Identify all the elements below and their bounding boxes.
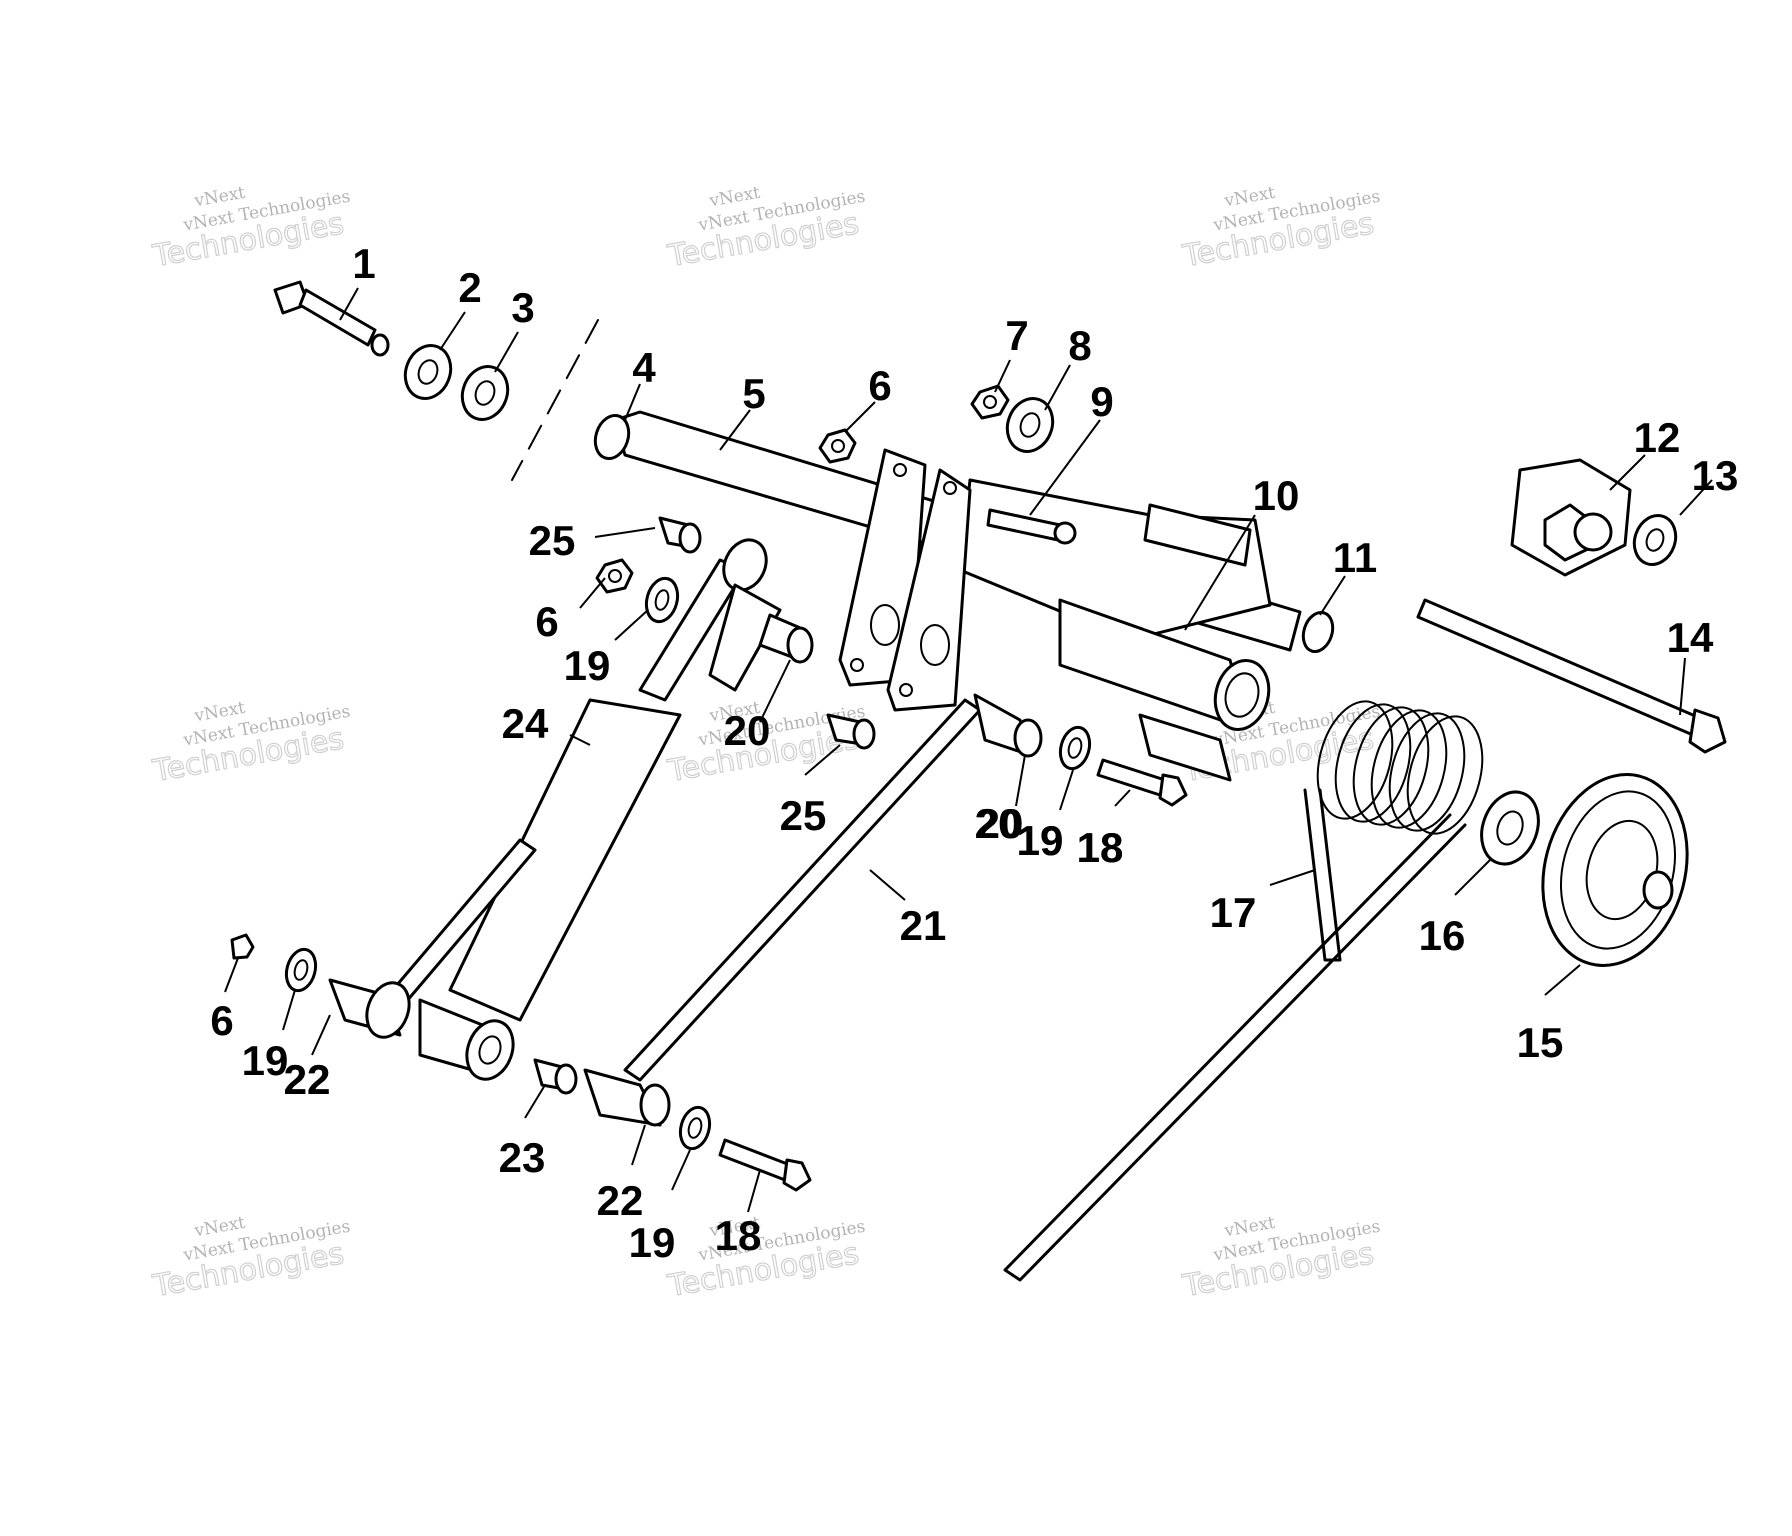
watermark: vNext vNext Technologies Technologies xyxy=(664,1213,867,1305)
callout-20: 20 xyxy=(975,800,1022,847)
callout-18: 18 xyxy=(715,1212,762,1259)
callout-14: 14 xyxy=(1667,614,1714,661)
callout-20: 20 xyxy=(977,800,1024,847)
callout-25: 25 xyxy=(529,517,576,564)
callout-17: 17 xyxy=(1210,889,1257,936)
callout-18: 18 xyxy=(1077,824,1124,871)
callout-1: 1 xyxy=(352,240,375,287)
torsion-spring-part xyxy=(1003,700,1484,1282)
callout-15: 15 xyxy=(1517,1019,1564,1066)
callout-labels: 1 2 3 4 5 6 7 8 9 10 11 12 13 14 15 16 1… xyxy=(210,240,1738,1266)
shock-absorber-part xyxy=(418,538,768,1081)
plate-part xyxy=(886,468,972,712)
watermark: vNext vNext Technologies Technologies xyxy=(1179,183,1382,275)
callout-7: 7 xyxy=(1005,312,1028,359)
nut-part xyxy=(230,933,255,960)
callout-11: 11 xyxy=(1333,534,1377,581)
callout-8: 8 xyxy=(1068,322,1091,369)
callout-19: 19 xyxy=(1017,817,1064,864)
watermark: vNext vNext Technologies Technologies xyxy=(1179,1213,1382,1305)
callout-2: 2 xyxy=(458,264,481,311)
callout-21: 21 xyxy=(900,902,947,949)
bushing-part xyxy=(826,713,876,750)
bolt-part xyxy=(986,508,1077,545)
leader-lines xyxy=(224,287,1713,1213)
callout-6: 6 xyxy=(535,598,558,645)
nut-part xyxy=(818,428,857,464)
bolt-part xyxy=(273,280,390,357)
bolt-part xyxy=(1096,758,1188,807)
callout-23: 23 xyxy=(499,1134,546,1181)
callout-9: 9 xyxy=(1090,378,1113,425)
arm-part xyxy=(328,583,814,1039)
callout-22: 22 xyxy=(597,1177,644,1224)
callout-4: 4 xyxy=(632,344,656,391)
callout-10: 10 xyxy=(1253,472,1300,519)
bushing-part xyxy=(658,516,702,554)
callout-19: 19 xyxy=(629,1219,676,1266)
callout-22: 22 xyxy=(284,1056,331,1103)
washer-part xyxy=(460,365,510,421)
center-line xyxy=(511,319,599,481)
callout-19: 19 xyxy=(242,1037,289,1084)
callout-20: 20 xyxy=(724,707,771,754)
washer-part xyxy=(644,576,680,624)
link-rod-part xyxy=(583,693,1043,1127)
watermark: vNext vNext Technologies Technologies xyxy=(149,1213,352,1305)
callout-6: 6 xyxy=(210,997,233,1044)
callout-19: 19 xyxy=(1017,817,1064,864)
washer-part xyxy=(403,344,453,400)
idler-wheel-part xyxy=(1541,773,1689,967)
callout-12: 12 xyxy=(1634,414,1681,461)
watermark: vNext vNext Technologies Technologies xyxy=(149,698,352,790)
washer-part xyxy=(1058,725,1092,771)
bushing-part xyxy=(533,1058,578,1095)
nut-part xyxy=(595,558,634,594)
washer-part xyxy=(1005,397,1055,453)
watermark: vNext vNext Technologies Technologies xyxy=(149,183,352,275)
callout-22: 22 xyxy=(284,1056,331,1103)
washer-part xyxy=(284,947,318,993)
bolt-part xyxy=(718,1138,812,1192)
callout-24: 24 xyxy=(502,700,549,747)
washer-part xyxy=(1480,790,1540,866)
callout-6: 6 xyxy=(868,362,891,409)
callout-25: 25 xyxy=(780,792,827,839)
callout-16: 16 xyxy=(1419,912,1466,959)
callout-5: 5 xyxy=(742,370,765,417)
bolt-part xyxy=(1416,598,1727,754)
bracket-part xyxy=(1510,458,1632,577)
watermark: vNext vNext Technologies Technologies xyxy=(664,183,867,275)
callout-13: 13 xyxy=(1692,452,1739,499)
washer-part xyxy=(678,1105,712,1151)
washer-part xyxy=(1632,514,1678,566)
nut-part xyxy=(970,384,1010,420)
callout-19: 19 xyxy=(564,642,611,689)
callout-18: 18 xyxy=(1077,824,1124,871)
callout-3: 3 xyxy=(511,284,534,331)
